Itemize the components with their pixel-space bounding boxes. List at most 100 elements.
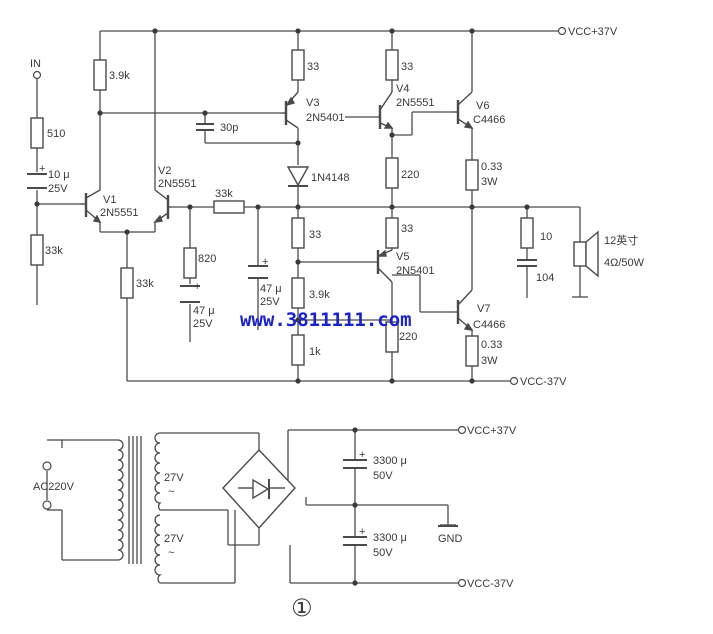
junction-dots [34, 28, 530, 586]
label-r33-v3: 33 [307, 61, 319, 73]
vcc-neg-terminal [509, 376, 519, 386]
label-c30p: 30p [220, 122, 238, 134]
label-v4-part: 2N5551 [396, 97, 435, 109]
label-r39k-top: 3.9k [109, 70, 130, 82]
bridge-rectifier-icon [222, 448, 296, 530]
label-c47a-plus: + [194, 281, 200, 293]
capacitor-30p [196, 123, 214, 131]
label-speaker-rating: 4Ω/50W [604, 257, 645, 269]
label-r033-top-w: 3W [481, 176, 498, 188]
label-sec2: 27V [164, 533, 184, 545]
resistor-0-33-bottom [465, 335, 479, 367]
label-v7-part: C4466 [473, 319, 505, 331]
capacitors [27, 123, 537, 546]
transistor-v7 [455, 289, 474, 331]
label-r033-bot-w: 3W [481, 355, 498, 367]
resistor-33-mid [291, 217, 305, 249]
label-r220-bot: 220 [399, 331, 417, 343]
resistor-820 [183, 247, 197, 279]
label-r33-mid: 33 [309, 229, 321, 241]
label-c47b-plus: + [262, 256, 268, 268]
label-c47a-v: 25V [193, 318, 213, 330]
transformer-icon [117, 432, 162, 584]
wiring [36, 30, 588, 584]
label-v7-ref: V7 [477, 303, 490, 315]
label-c-in-v: 25V [48, 183, 68, 195]
label-c3300a-v: 50V [373, 470, 393, 482]
mains-terminal-top [42, 461, 52, 471]
label-v5-part: 2N5401 [396, 265, 435, 277]
label-v1-ref: V1 [103, 194, 116, 206]
label-v1-part: 2N5551 [100, 207, 139, 219]
figure-number: ① [291, 595, 313, 622]
label-c3300b: 3300 μ [373, 532, 407, 544]
label-c3300a-plus: + [359, 449, 365, 461]
resistor-3-9k-mid [291, 277, 305, 309]
transistor-v3 [282, 91, 299, 129]
label-in: IN [30, 58, 41, 70]
terminals [32, 26, 567, 588]
label-r33k-tail: 33k [136, 278, 154, 290]
input-terminal [32, 70, 42, 80]
label-diode: 1N4148 [311, 172, 350, 184]
resistor-33k-input [30, 234, 44, 266]
transistors [80, 91, 474, 331]
label-r820: 820 [198, 253, 216, 265]
watermark: www.3811111.com [240, 309, 412, 331]
mains-terminal-bottom [42, 500, 52, 510]
capacitor-47u-a [180, 285, 200, 303]
label-psu-vcc-pos: VCC+37V [467, 425, 517, 437]
psu-vcc-neg-terminal [457, 578, 467, 588]
label-r220-top: 220 [401, 169, 419, 181]
label-r33-v5: 33 [401, 223, 413, 235]
label-v6-part: C4466 [473, 114, 505, 126]
capacitor-input [27, 173, 47, 189]
label-r033-top: 0.33 [481, 161, 502, 173]
label-r510: 510 [47, 128, 65, 140]
resistor-33-v5 [385, 217, 399, 249]
label-c-in: 10 μ [48, 169, 70, 181]
label-c-in-plus: + [39, 163, 45, 175]
labels: VCC+37V VCC-37V IN 510 + 10 μ 25V 33k 3.… [30, 26, 645, 590]
psu-vcc-pos-terminal [457, 425, 467, 435]
label-c3300b-plus: + [359, 526, 365, 538]
vcc-pos-terminal [557, 26, 567, 36]
label-r033-bot: 0.33 [481, 339, 502, 351]
transistor-v2 [153, 189, 172, 223]
label-r10: 10 [540, 231, 552, 243]
label-psu-vcc-neg: VCC-37V [467, 578, 514, 590]
label-r1k: 1k [309, 346, 321, 358]
resistor-3-9k-top [93, 59, 107, 91]
label-v3-ref: V3 [306, 97, 319, 109]
label-r33-v4: 33 [401, 61, 413, 73]
transistor-v5 [376, 249, 393, 283]
resistor-1k [291, 334, 305, 366]
label-v2-ref: V2 [158, 165, 171, 177]
label-c47b-v: 25V [260, 296, 280, 308]
resistor-220-top [385, 157, 399, 189]
label-vcc-neg: VCC-37V [520, 376, 567, 388]
transistor-v1 [80, 189, 102, 223]
resistor-510 [30, 117, 44, 149]
label-c104: 104 [536, 272, 554, 284]
label-c47a: 47 μ [193, 305, 215, 317]
label-v6-ref: V6 [476, 100, 489, 112]
capacitor-3300u-a [343, 459, 367, 469]
label-speaker-size: 12英寸 [604, 233, 638, 247]
label-c3300b-v: 50V [373, 547, 393, 559]
resistor-33-v4 [385, 49, 399, 81]
label-tilde1: ~ [168, 486, 174, 498]
label-tilde2: ~ [168, 547, 174, 559]
resistor-0-33-top [465, 159, 479, 191]
label-v3-part: 2N5401 [306, 112, 345, 124]
diode-1n4148 [286, 166, 310, 187]
label-gnd: GND [438, 533, 463, 545]
speaker-icon [573, 230, 599, 278]
label-r33k-fb: 33k [215, 188, 233, 200]
capacitor-104 [517, 259, 537, 267]
label-mains: AC220V [33, 481, 75, 493]
resistor-10 [520, 217, 534, 249]
resistor-220-bottom [385, 321, 399, 353]
transistor-v6 [452, 91, 474, 129]
